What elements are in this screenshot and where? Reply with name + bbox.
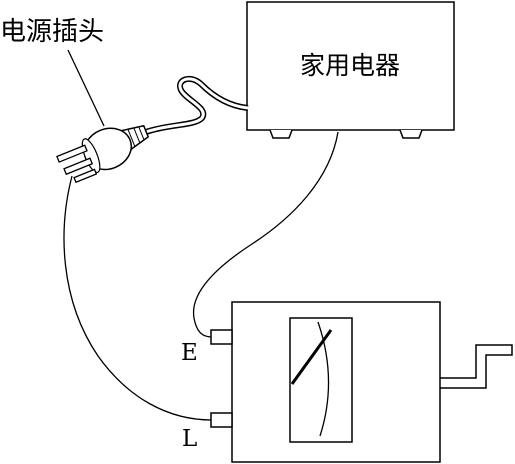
wire-plug-to-l xyxy=(63,175,213,421)
crank-handle xyxy=(440,344,513,389)
meter-window xyxy=(289,317,353,443)
meter-scale-arc xyxy=(317,321,330,437)
wire-appliance-to-e xyxy=(192,131,339,338)
plug-label: 电源插头 xyxy=(0,17,104,47)
appliance: 家用电器 xyxy=(246,1,455,139)
plug-prong-ground xyxy=(73,168,98,184)
power-cord xyxy=(144,75,249,135)
plug-label-leader-line xyxy=(67,49,105,127)
appliance-label: 家用电器 xyxy=(300,51,400,80)
terminal-l-label: L xyxy=(182,426,197,452)
plug-prong-middle xyxy=(63,157,94,176)
appliance-box xyxy=(246,1,455,131)
terminal-e xyxy=(210,329,233,345)
plug-face xyxy=(81,138,101,174)
plug-prong-top xyxy=(56,144,88,163)
power-plug xyxy=(56,124,150,184)
megohmmeter xyxy=(210,301,513,463)
meter-needle xyxy=(290,329,333,385)
appliance-foot-right xyxy=(399,129,423,139)
appliance-foot-left xyxy=(269,129,293,139)
terminal-l xyxy=(210,412,233,428)
terminal-e-label: E xyxy=(181,340,198,366)
